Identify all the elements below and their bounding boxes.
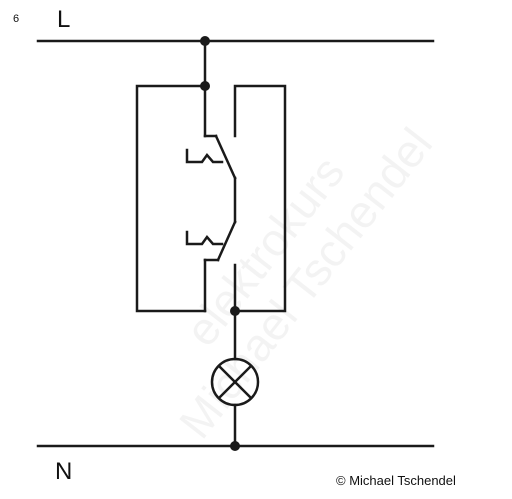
switch-lower-blade xyxy=(216,220,237,262)
junction-dot xyxy=(230,441,240,451)
lamp-cross-b xyxy=(217,364,253,400)
neutral-label: N xyxy=(55,458,73,485)
copyright-notice: © Michael Tschendel xyxy=(336,473,456,488)
junction-dot xyxy=(200,36,210,46)
right-bracket-wire xyxy=(233,84,287,313)
live-label: L xyxy=(57,6,71,33)
left-bracket-wire xyxy=(135,84,207,313)
actuator-upper xyxy=(185,148,224,164)
actuator-lower xyxy=(185,230,224,246)
junction-dot xyxy=(230,306,240,316)
figure-number: 6 xyxy=(13,13,20,25)
lamp-icon xyxy=(210,357,260,407)
junction-dot xyxy=(200,81,210,91)
switch-upper-blade xyxy=(214,134,237,180)
